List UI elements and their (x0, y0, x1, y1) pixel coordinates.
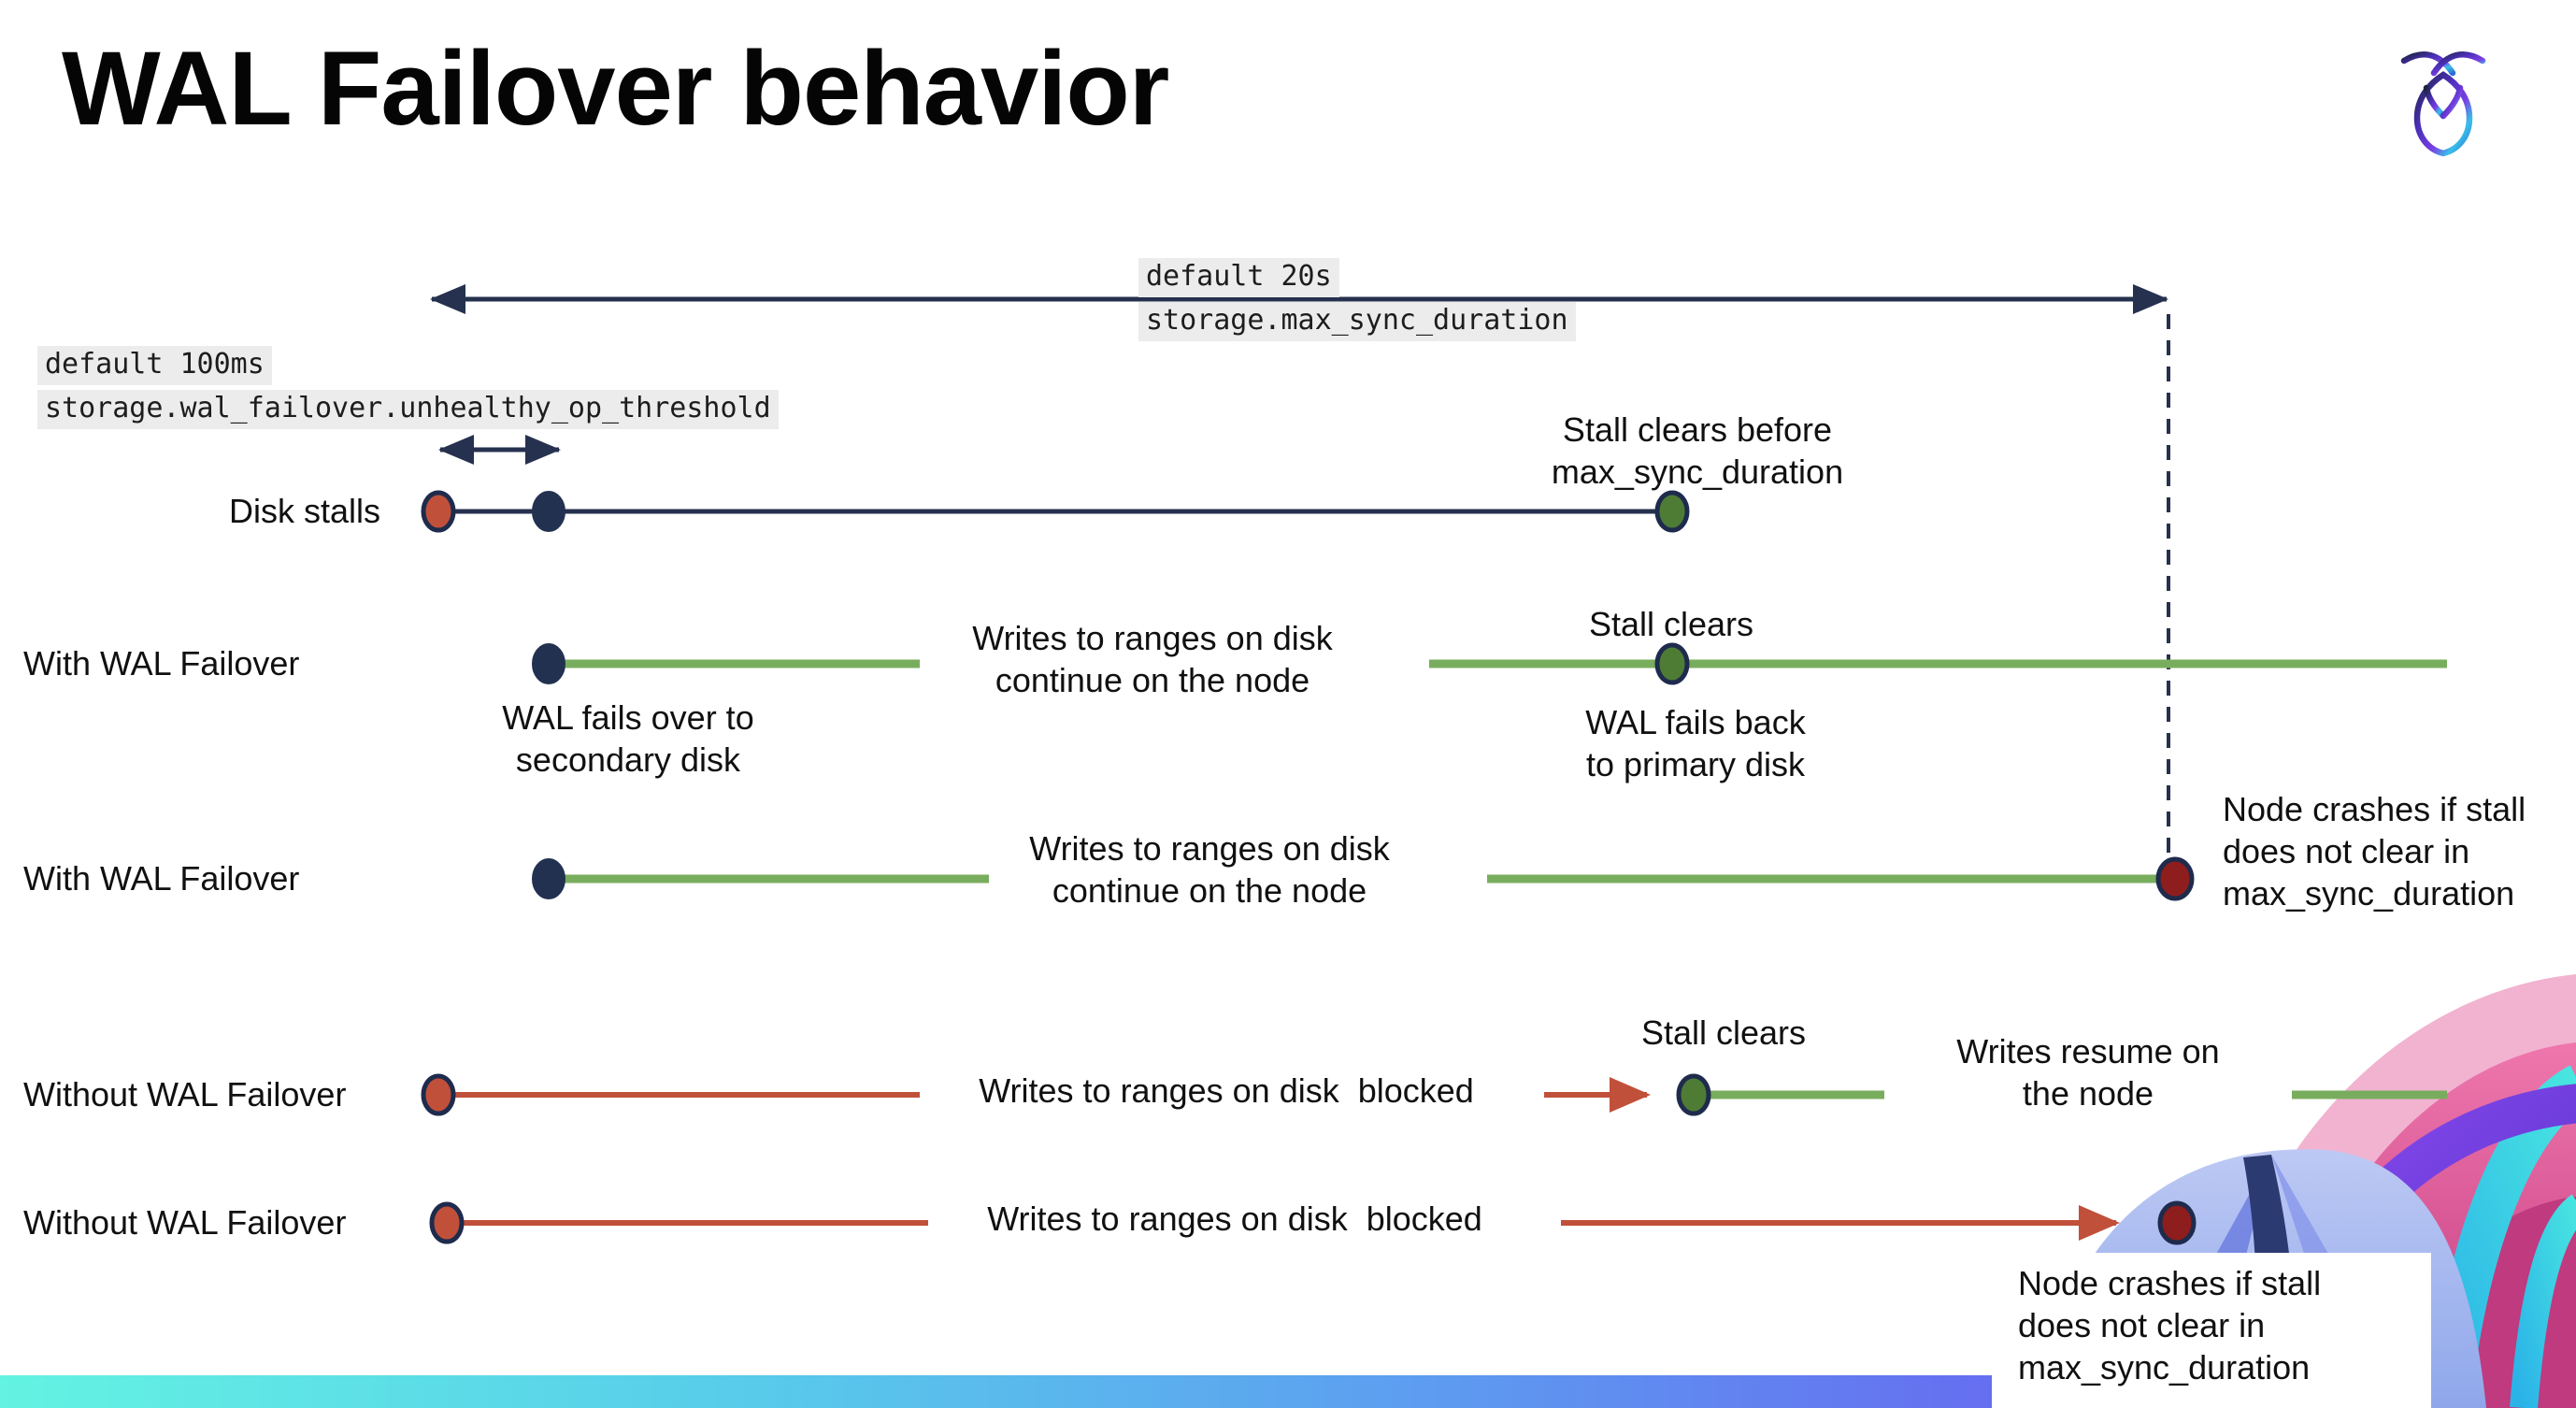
stall-clears-label-row4: Stall clears (1640, 1013, 1807, 1052)
row3-label: With WAL Failover (23, 859, 300, 898)
row5-label: Without WAL Failover (23, 1203, 347, 1242)
logo-branch-left (2423, 84, 2447, 120)
row2-stall-clears-dot (1654, 642, 1690, 685)
row2-failover-dot (532, 643, 565, 684)
cockroachdb-logo-icon (2400, 51, 2486, 157)
threshold-default-value: default 100ms (37, 346, 272, 385)
row3-crash-dot (2155, 856, 2195, 901)
max-sync-default-value: default 20s (1138, 258, 1339, 297)
writes-blocked-label-row4: Writes to ranges on disk blocked (979, 1071, 1474, 1110)
crash-callout-box: Node crashes if stall does not clear in … (1992, 1253, 2431, 1408)
row3-failover-dot (532, 858, 565, 899)
row1-stall-clears-dot (1654, 490, 1690, 533)
writes-continue-label-row3: Writes to ranges on disk continue on the… (1029, 829, 1390, 910)
logo-antenna-right (2430, 51, 2486, 77)
row5-stall-start-dot (429, 1201, 465, 1244)
row2-label: With WAL Failover (23, 644, 300, 682)
writes-continue-label-row2: Writes to ranges on disk continue on the… (972, 619, 1333, 699)
max-sync-setting-name: storage.max_sync_duration (1138, 302, 1576, 341)
row1-stall-start-dot (421, 490, 456, 533)
row4-label: Without WAL Failover (23, 1075, 347, 1113)
stall-clears-before-label: Stall clears before max_sync_duration (1551, 410, 1844, 491)
wal-fails-back-label: WAL fails back to primary disk (1585, 703, 1806, 783)
node-crashes-label-bottom: Node crashes if stall does not clear in … (2018, 1264, 2322, 1386)
logo-antenna-left (2400, 51, 2456, 77)
row1-label: Disk stalls (229, 492, 381, 530)
wal-fails-over-label: WAL fails over to secondary disk (502, 698, 754, 779)
page-title: WAL Failover behavior (62, 30, 1169, 147)
threshold-setting-label: default 100ms storage.wal_failover.unhea… (37, 346, 779, 429)
row1-threshold-dot (532, 491, 565, 532)
row4-stall-start-dot (421, 1073, 456, 1116)
logo-branch-right (2440, 84, 2464, 120)
max-sync-setting-label: default 20s storage.max_sync_duration (1138, 258, 1576, 341)
stall-clears-label-row2: Stall clears (1588, 605, 1754, 643)
node-crashes-label-row3: Node crashes if stall does not clear in … (2223, 790, 2526, 912)
artwork-cyan-arc-inner (2510, 1194, 2576, 1408)
threshold-setting-name: storage.wal_failover.unhealthy_op_thresh… (37, 390, 779, 429)
writes-blocked-label-row5: Writes to ranges on disk blocked (987, 1200, 1482, 1238)
row4-stall-clears-dot (1676, 1073, 1711, 1116)
writes-resume-label: Writes resume on the node (1956, 1032, 2220, 1113)
